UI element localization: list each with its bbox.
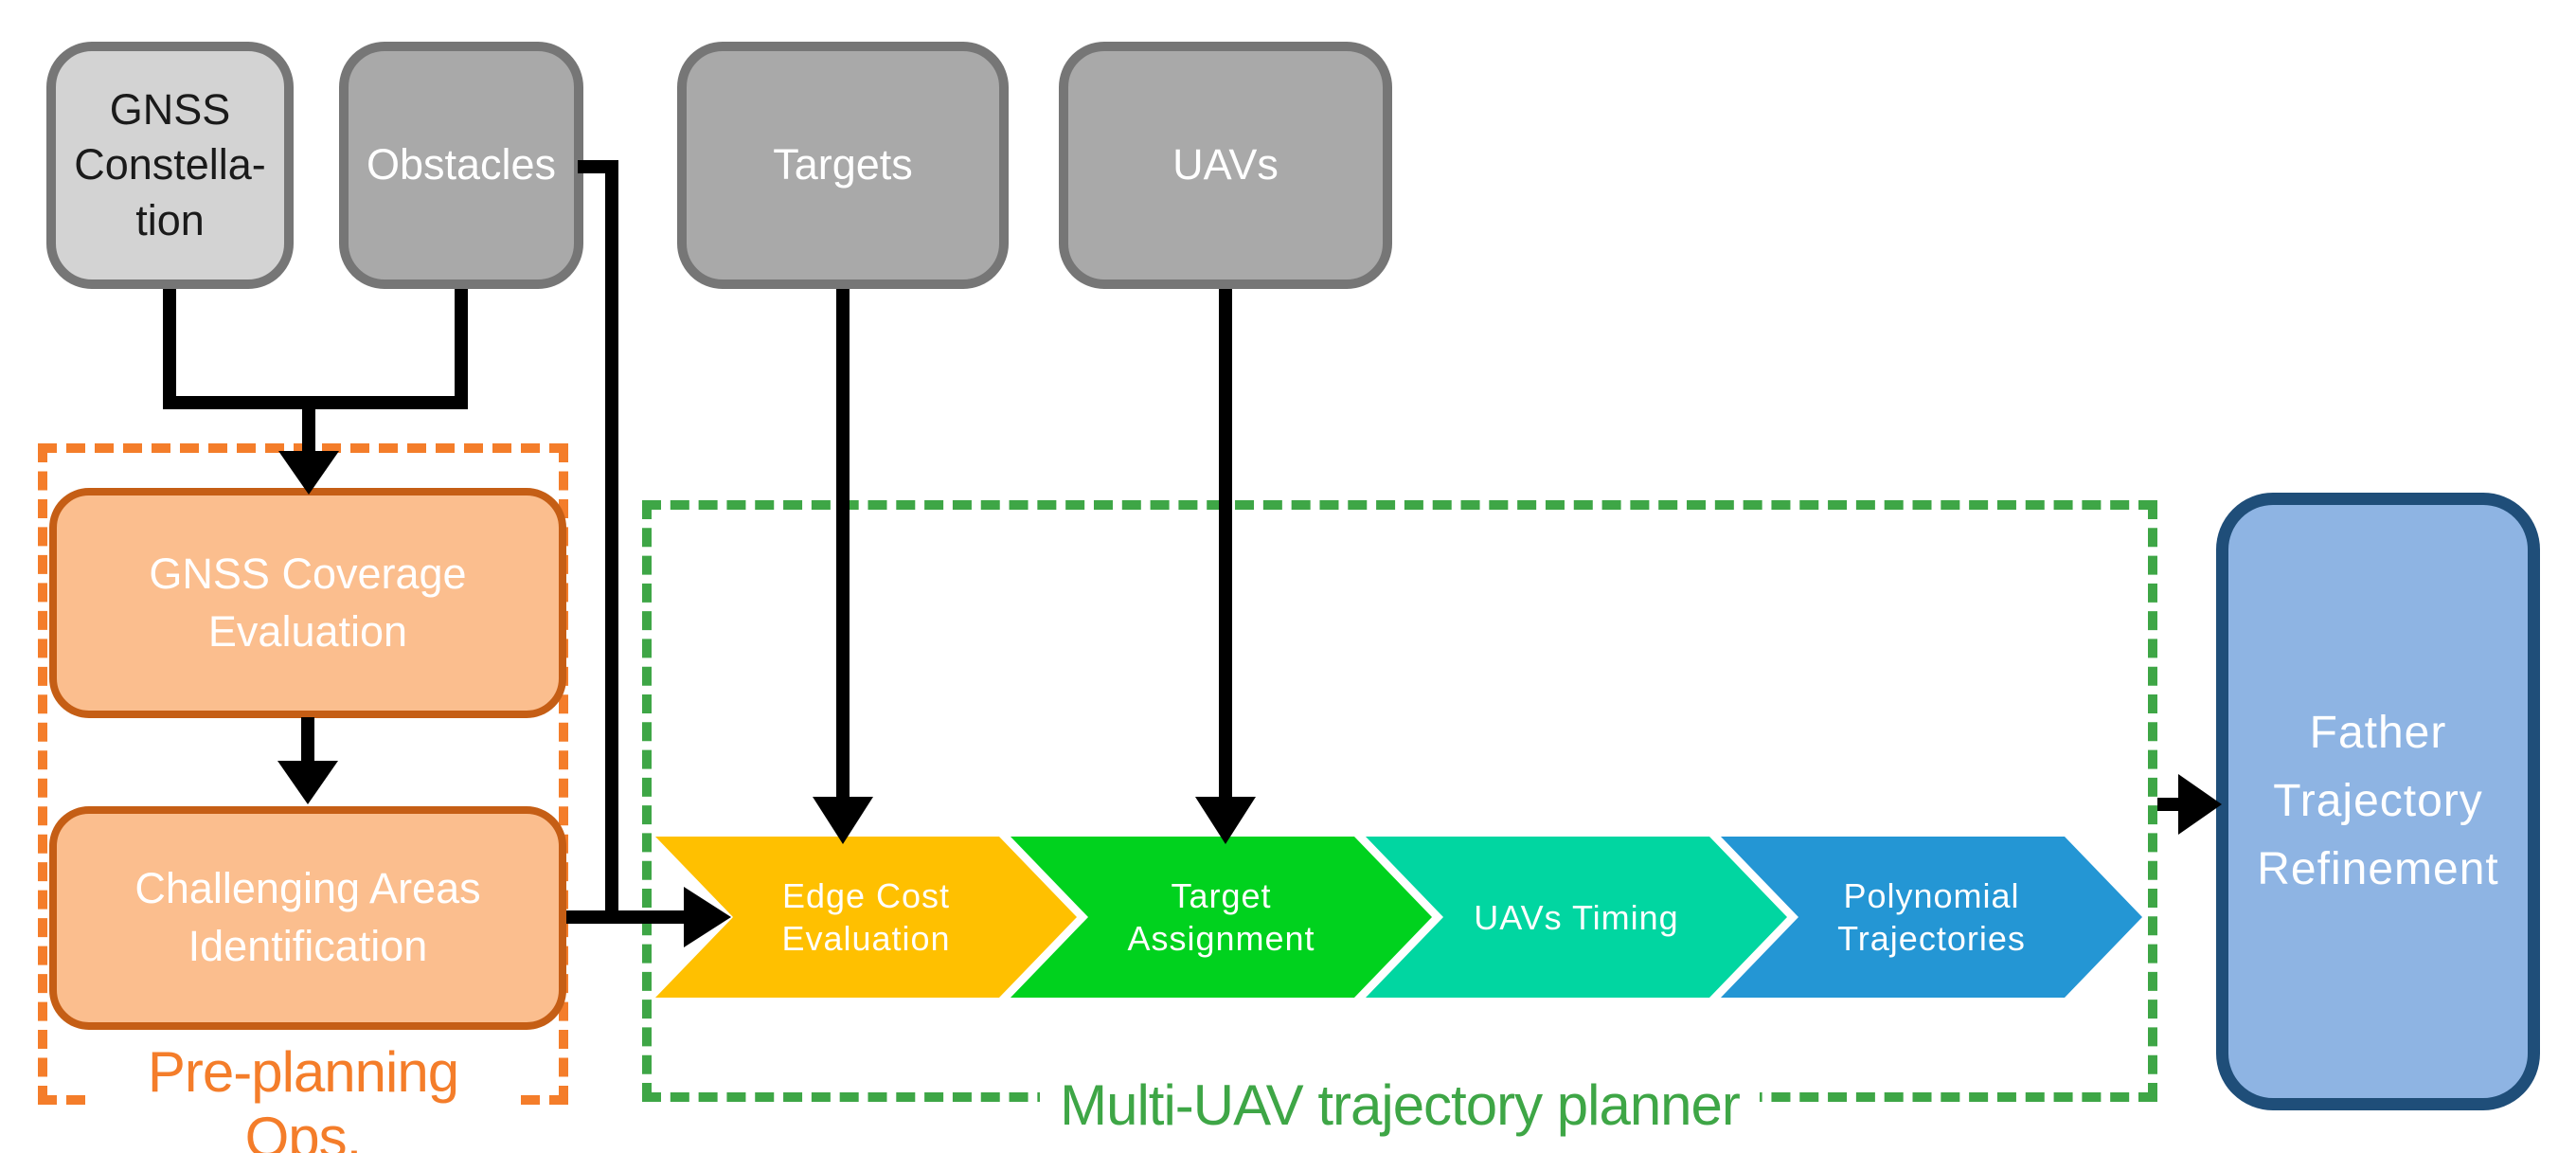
interstep-arrow-shaft (301, 717, 314, 765)
obstacles-down-line (455, 289, 468, 409)
gnss-down-line (163, 289, 176, 409)
obstacles-right-line-v (605, 160, 618, 924)
uavs-box: UAVs (1059, 42, 1392, 289)
challenging-output-shaft (566, 910, 688, 924)
targets-arrow-shaft (836, 289, 850, 801)
gnss-constellation-box: GNSS Constella- tion (46, 42, 294, 289)
targets-box: Targets (677, 42, 1009, 289)
challenging-areas-identification-box: Challenging Areas Identification (49, 806, 566, 1030)
father-arrow-shaft (2157, 798, 2184, 811)
uavs-arrow-shaft (1219, 289, 1232, 801)
gnss-coverage-evaluation-box: GNSS Coverage Evaluation (49, 488, 566, 718)
planner-group-label: Multi-UAV trajectory planner (1040, 1066, 1760, 1144)
obstacles-box: Obstacles (339, 42, 583, 289)
merge-horizontal-line (163, 396, 468, 409)
merged-arrow-shaft (302, 403, 315, 455)
chevron-target-assignment: Target Assignment (1011, 837, 1432, 998)
father-trajectory-refinement-box: Father Trajectory Refinement (2216, 493, 2540, 1110)
preplanning-group-label: Pre-planning Ops. (85, 1040, 521, 1153)
